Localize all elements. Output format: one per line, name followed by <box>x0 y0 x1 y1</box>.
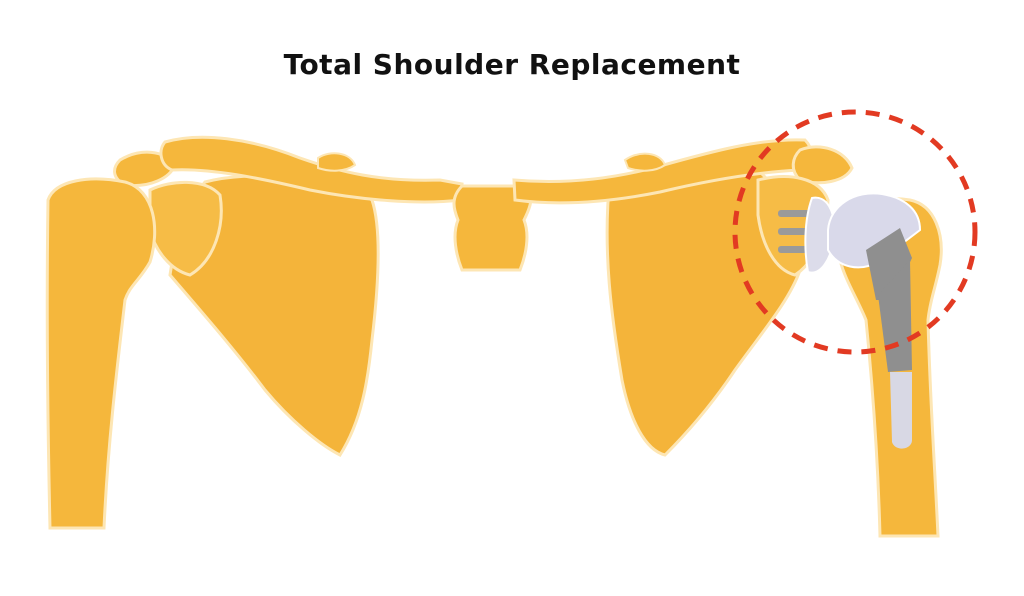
humeral-implant-stem-upper <box>878 260 912 372</box>
sternum <box>452 184 533 272</box>
left-shoulder <box>45 135 464 530</box>
implant-highlight-circle <box>732 109 978 355</box>
humeral-implant-stem-lower <box>890 372 912 449</box>
diagram-title: Total Shoulder Replacement <box>283 48 741 81</box>
left-coracoid <box>317 152 357 172</box>
left-clavicle <box>159 135 464 204</box>
left-humerus <box>45 177 157 530</box>
right-coracoid <box>623 152 667 172</box>
humeral-implant-head <box>827 192 922 269</box>
left-acromion <box>113 150 177 188</box>
left-glenoid <box>148 180 223 277</box>
glenoid-implant-pegs <box>778 210 812 253</box>
right-shoulder <box>512 138 943 538</box>
glenoid-implant-cup <box>804 196 836 274</box>
right-acromion <box>791 145 854 185</box>
